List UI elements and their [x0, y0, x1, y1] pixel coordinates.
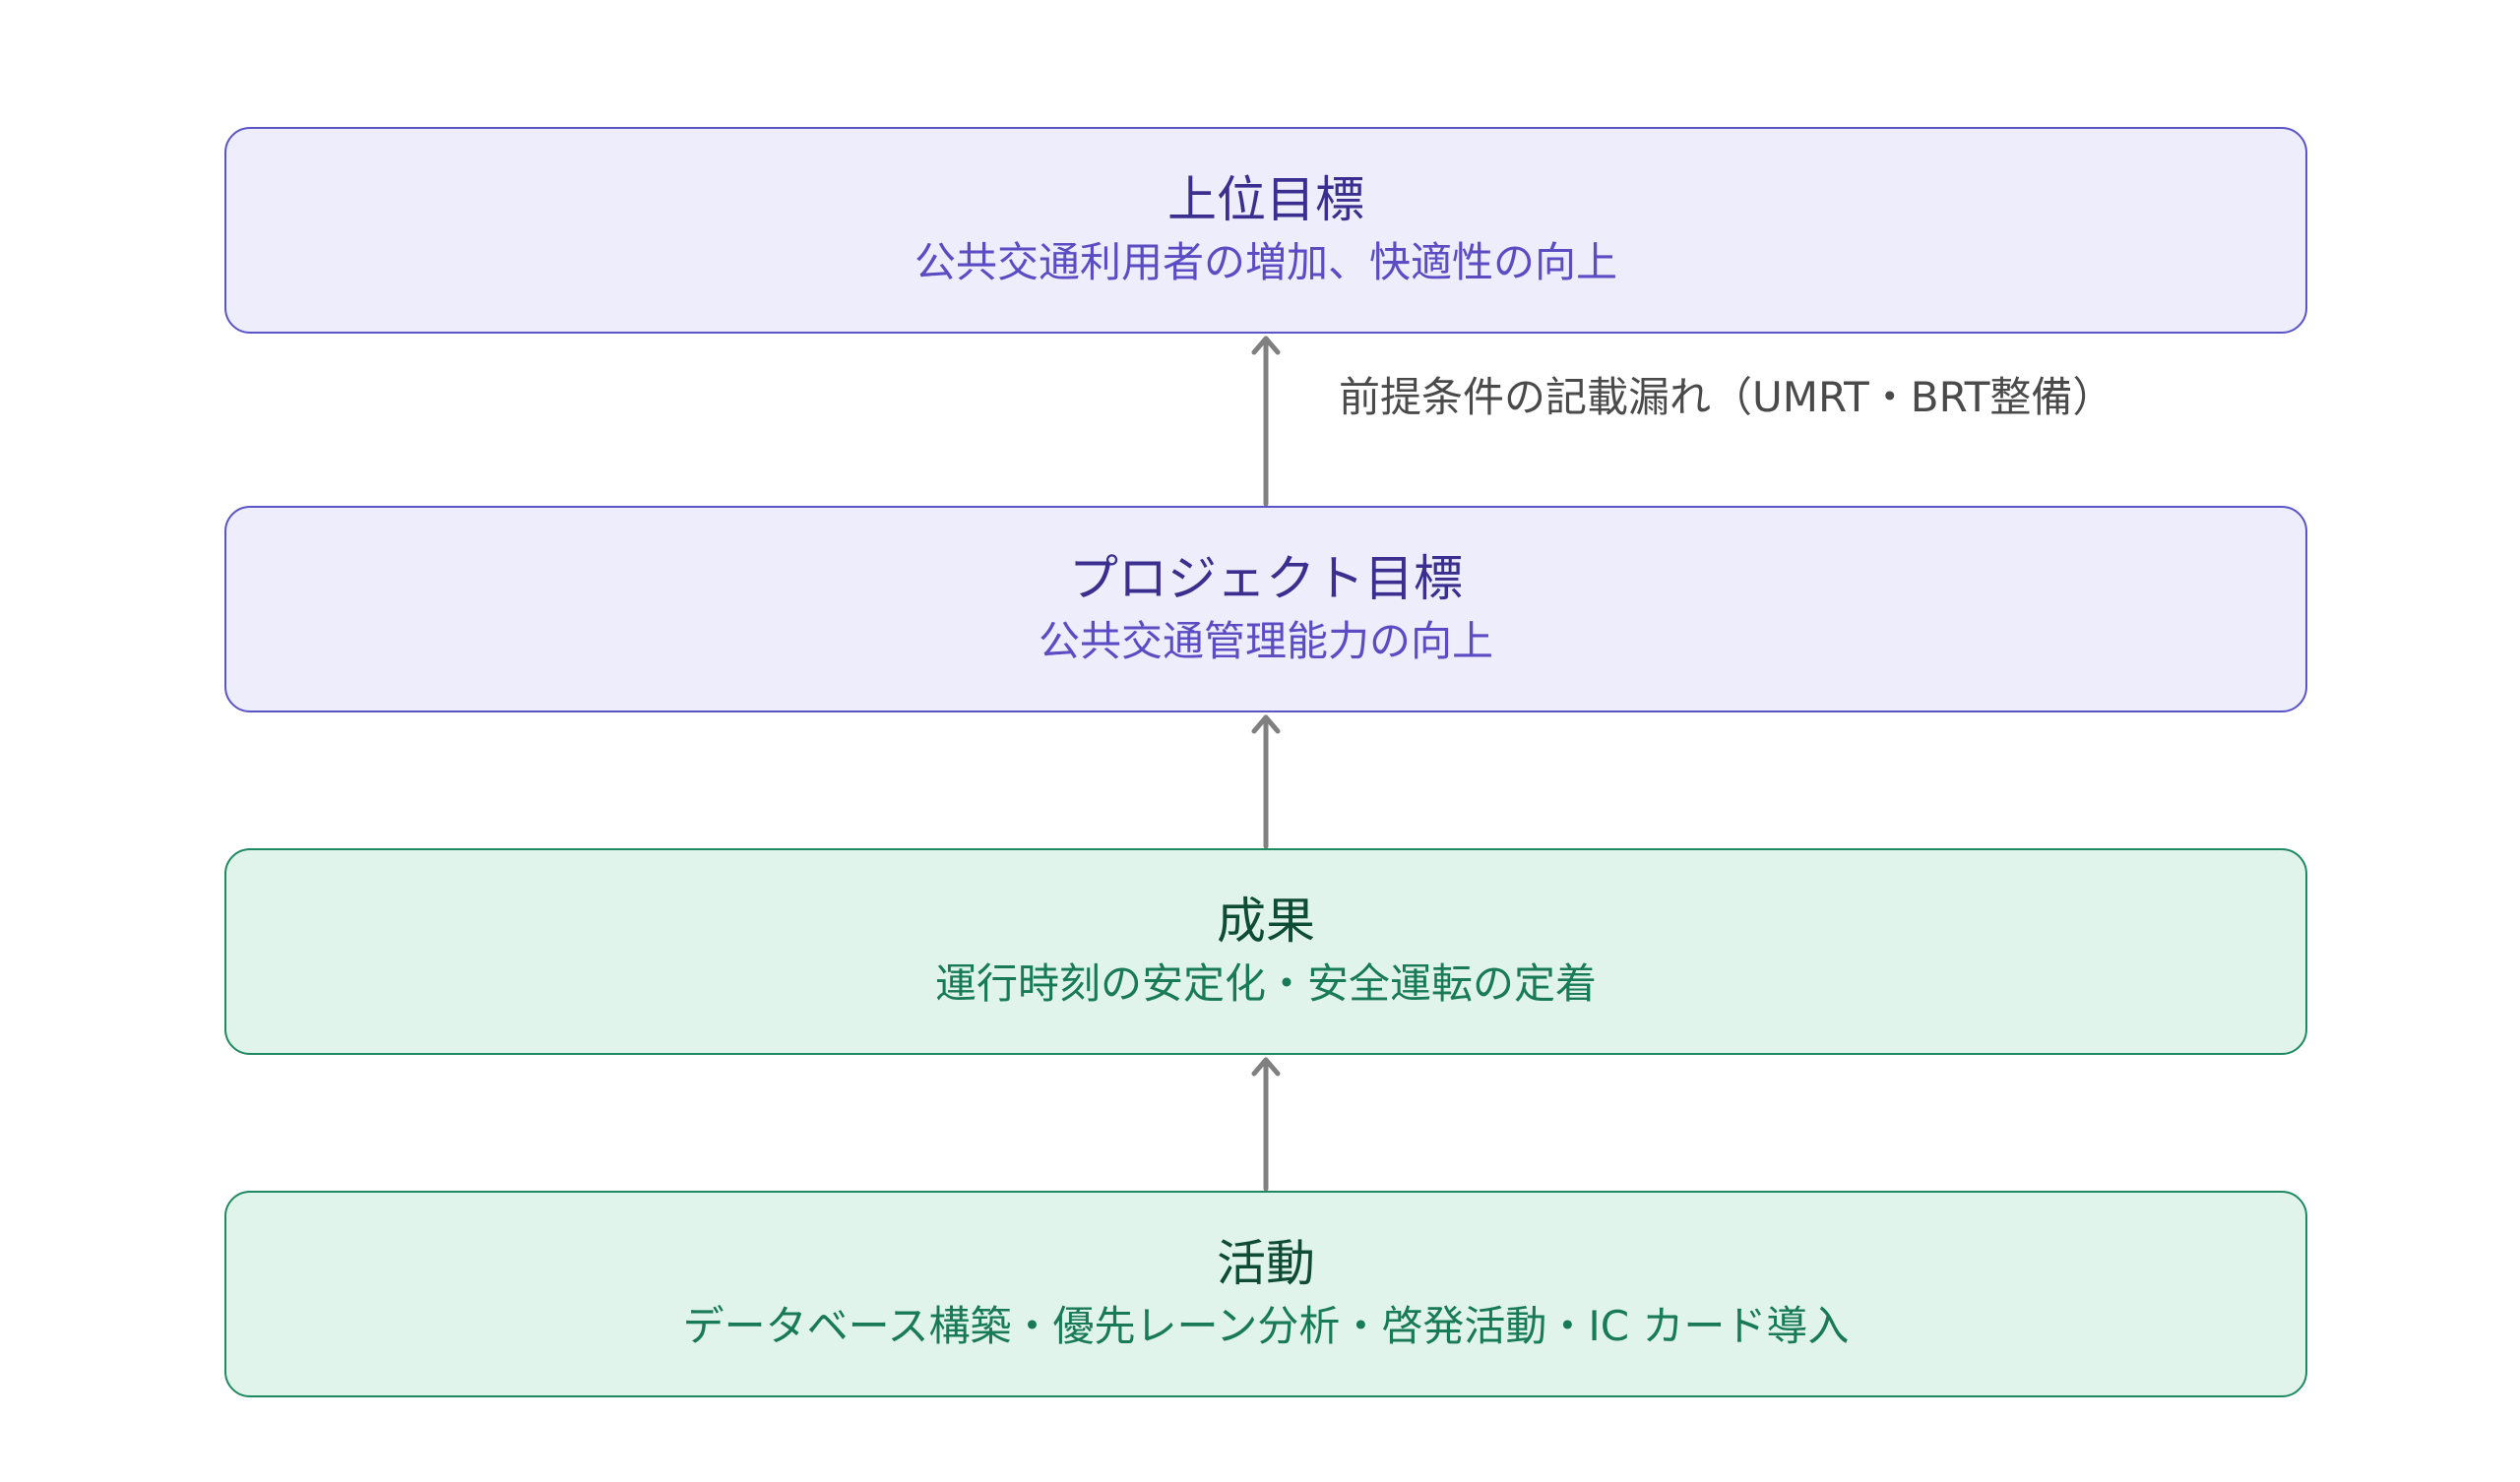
edge-label-project-to-goal: 前提条件の記載漏れ（UMRT・BRT整備） [1339, 373, 2114, 421]
goal-node: 上位目標 公共交通利用者の増加、快適性の向上 [224, 127, 2307, 334]
project-goal-subtitle: 公共交通管理能力の向上 [1038, 617, 1493, 665]
project-goal-node: プロジェクト目標 公共交通管理能力の向上 [224, 506, 2307, 712]
activity-title: 活動 [1217, 1235, 1315, 1292]
outcome-node: 成果 運行時刻の安定化・安全運転の定着 [224, 848, 2307, 1055]
outcome-subtitle: 運行時刻の安定化・安全運転の定着 [934, 959, 1597, 1008]
outcome-title: 成果 [1217, 893, 1315, 950]
activity-subtitle: データベース構築・優先レーン分析・啓発活動・IC カード導入 [682, 1302, 1850, 1350]
activity-node: 活動 データベース構築・優先レーン分析・啓発活動・IC カード導入 [224, 1191, 2307, 1397]
arrowhead-project-to-goal [1251, 336, 1281, 355]
goal-subtitle: 公共交通利用者の増加、快適性の向上 [914, 238, 1617, 286]
goal-title: 上位目標 [1167, 171, 1364, 228]
arrowhead-activity-to-outcome [1251, 1057, 1281, 1077]
arrowhead-outcome-to-project [1251, 714, 1281, 734]
project-goal-title: プロジェクト目標 [1069, 550, 1463, 607]
